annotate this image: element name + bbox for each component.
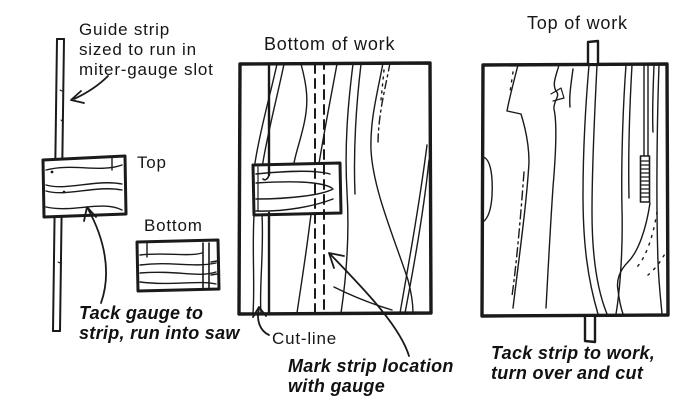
cut-line-arrow [252, 306, 270, 336]
top-view-label: Top [137, 153, 167, 172]
bottom-view-label: Bottom [144, 216, 203, 235]
strip-position-line [262, 62, 271, 315]
strip-end-tab-top [586, 39, 600, 65]
guide-strip-drawing [41, 38, 221, 332]
wood-grain [252, 62, 430, 314]
marked-strip-location-dashed-lines [314, 63, 325, 314]
tack-gauge-note: Tack gauge to strip, run into saw [79, 303, 240, 343]
guide-strip-arrow [70, 75, 109, 104]
bottom-of-work-title: Bottom of work [264, 34, 396, 54]
gauge-block-bottom-view [135, 238, 221, 293]
gauge-block-top-view [41, 154, 128, 219]
wood-grain [139, 242, 218, 289]
strip-end-tab-bottom [583, 315, 597, 344]
bottom-of-work-panel [237, 61, 433, 357]
cut-line-label: Cut-line [272, 329, 337, 348]
tack-gauge-arrow [83, 206, 107, 304]
wood-grain [482, 64, 669, 315]
top-of-work-panel [480, 39, 670, 344]
guide-strip-note: Guide strip sized to run in miter-gauge … [79, 20, 214, 79]
tack-strip-note: Tack strip to work, turn over and cut [491, 343, 656, 383]
tacked-strip-hatch [639, 64, 651, 203]
mark-strip-note: Mark strip location with gauge [288, 356, 454, 396]
mark-strip-arrow [328, 252, 410, 357]
gauge-block-on-work [251, 161, 343, 217]
wood-grain [255, 166, 334, 212]
top-of-work-title: Top of work [527, 13, 628, 33]
